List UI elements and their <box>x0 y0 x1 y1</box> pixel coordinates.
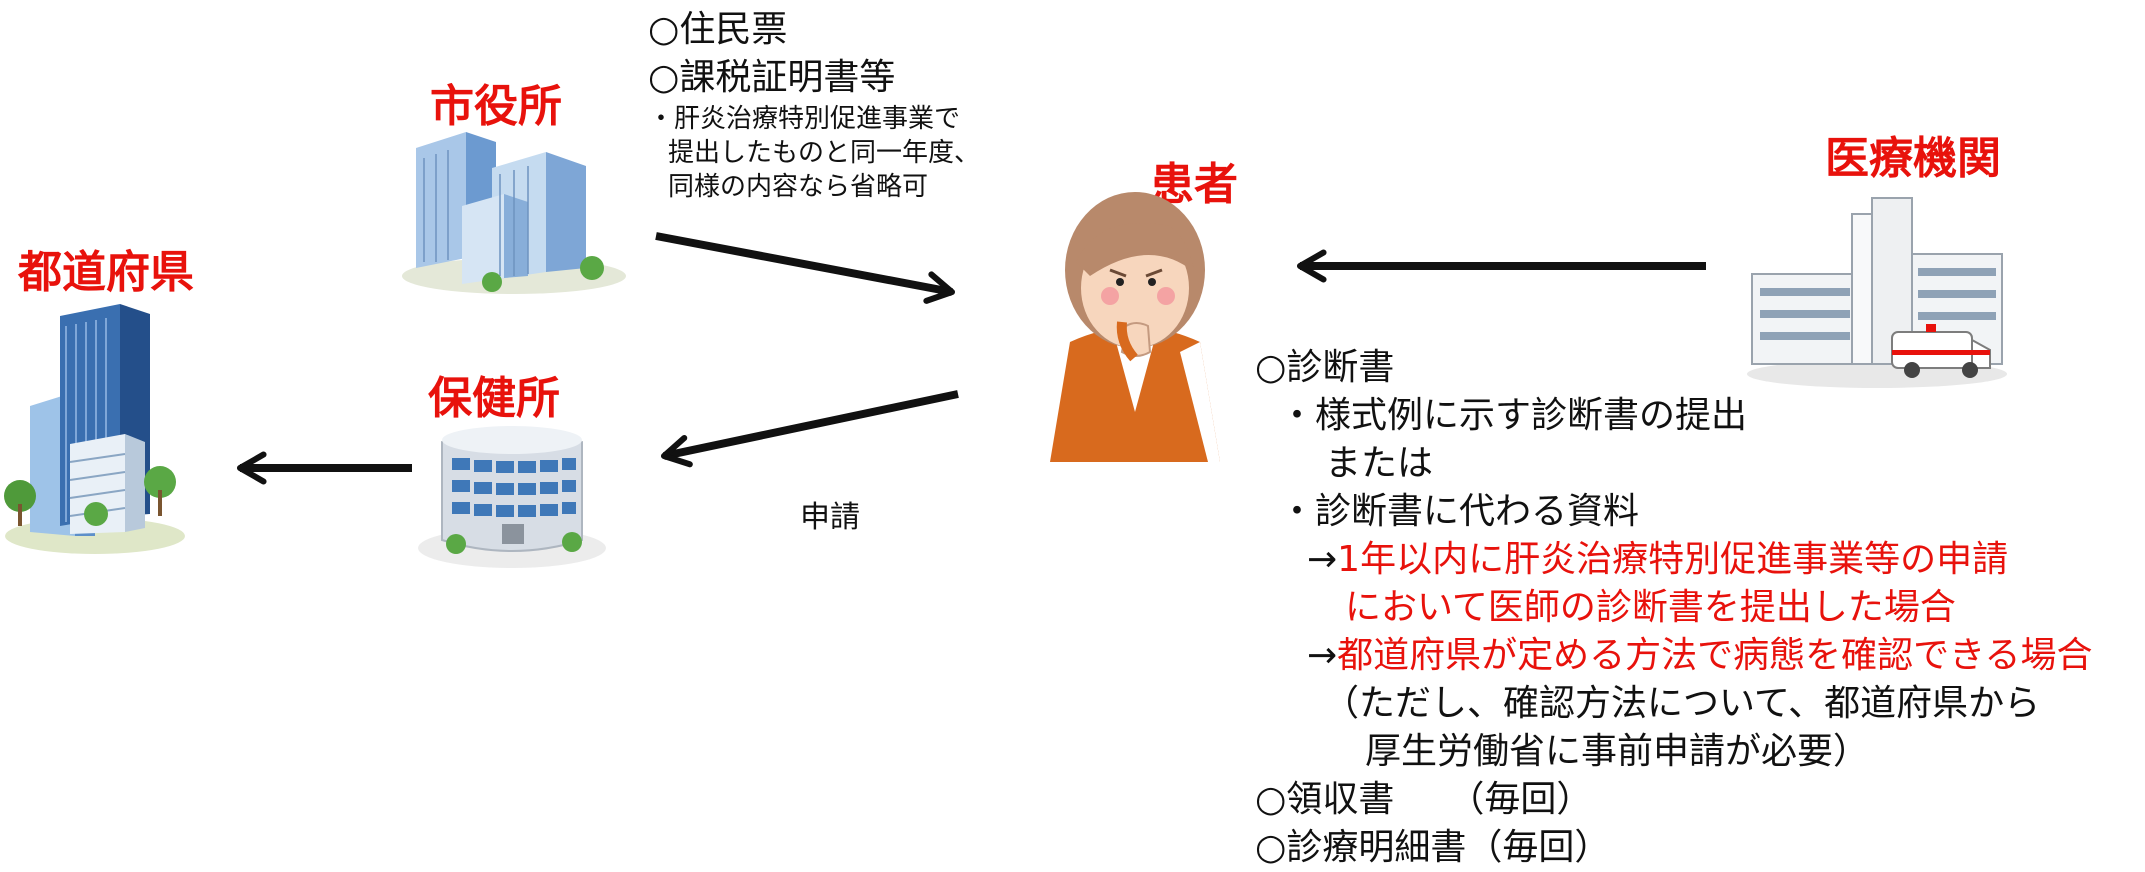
medical-doc-receipt: ○領収書 （毎回） <box>1255 779 1593 820</box>
hospital-with-ambulance-icon <box>1747 197 2007 388</box>
medical-institution-label: 医療機関 <box>1825 133 2001 184</box>
medical-doc-sub1: ・様式例に示す診断書の提出 <box>1279 395 1748 436</box>
application-label: 申請 <box>800 500 860 535</box>
medical-doc-case2-note2: 厚生労働省に事前申請が必要） <box>1365 731 1870 772</box>
case2-text-line1: 都道府県が定める方法で病態を確認できる場合 <box>1337 635 2093 676</box>
round-building-icon <box>418 426 606 568</box>
medical-docs-block: ○診断書 ・様式例に示す診断書の提出 または ・診断書に代わる資料 →1年以内に… <box>1255 344 2092 872</box>
office-building-icon <box>402 132 626 294</box>
prefecture-label: 都道府県 <box>18 247 194 298</box>
arrow-city-to-patient <box>655 232 956 304</box>
medical-doc-diagnosis: ○診断書 <box>1255 347 1395 388</box>
case2-arrow: → <box>1307 635 1338 676</box>
medical-doc-case1-line1: →1年以内に肝炎治療特別促進事業等の申請 <box>1255 536 2092 584</box>
medical-doc-case2-note1: （ただし、確認方法について、都道府県から <box>1323 683 2041 724</box>
case1-arrow: → <box>1307 539 1338 580</box>
medical-doc-case2-line1: →都道府県が定める方法で病態を確認できる場合 <box>1255 632 2092 680</box>
case1-text-line1: 1年以内に肝炎治療特別促進事業等の申請 <box>1337 539 2009 580</box>
medical-doc-sub2: ・診断書に代わる資料 <box>1279 491 1640 532</box>
tall-office-buildings-icon <box>4 304 185 554</box>
city-doc-note-line1: ・肝炎治療特別促進事業で <box>648 104 961 134</box>
medical-doc-or: または <box>1325 443 1434 484</box>
city-doc-note-line3: 同様の内容なら省略可 <box>668 172 929 202</box>
health-center-label: 保健所 <box>428 373 560 424</box>
medical-doc-statement: ○診療明細書（毎回） <box>1255 827 1611 868</box>
worried-woman-icon <box>1050 192 1220 462</box>
medical-doc-case1-line2: において医師の診断書を提出した場合 <box>1345 587 1956 628</box>
city-docs-block: ○住民票 ○課税証明書等 ・肝炎治療特別促進事業で 提出したものと同一年度、 同… <box>648 6 980 204</box>
city-doc-tax-certificate: ○課税証明書等 <box>648 57 896 98</box>
city-office-label: 市役所 <box>430 81 562 132</box>
city-doc-resident-record: ○住民票 <box>648 9 788 50</box>
arrow-patient-to-health-center <box>660 390 959 468</box>
city-doc-note-line2: 提出したものと同一年度、 <box>668 138 981 168</box>
